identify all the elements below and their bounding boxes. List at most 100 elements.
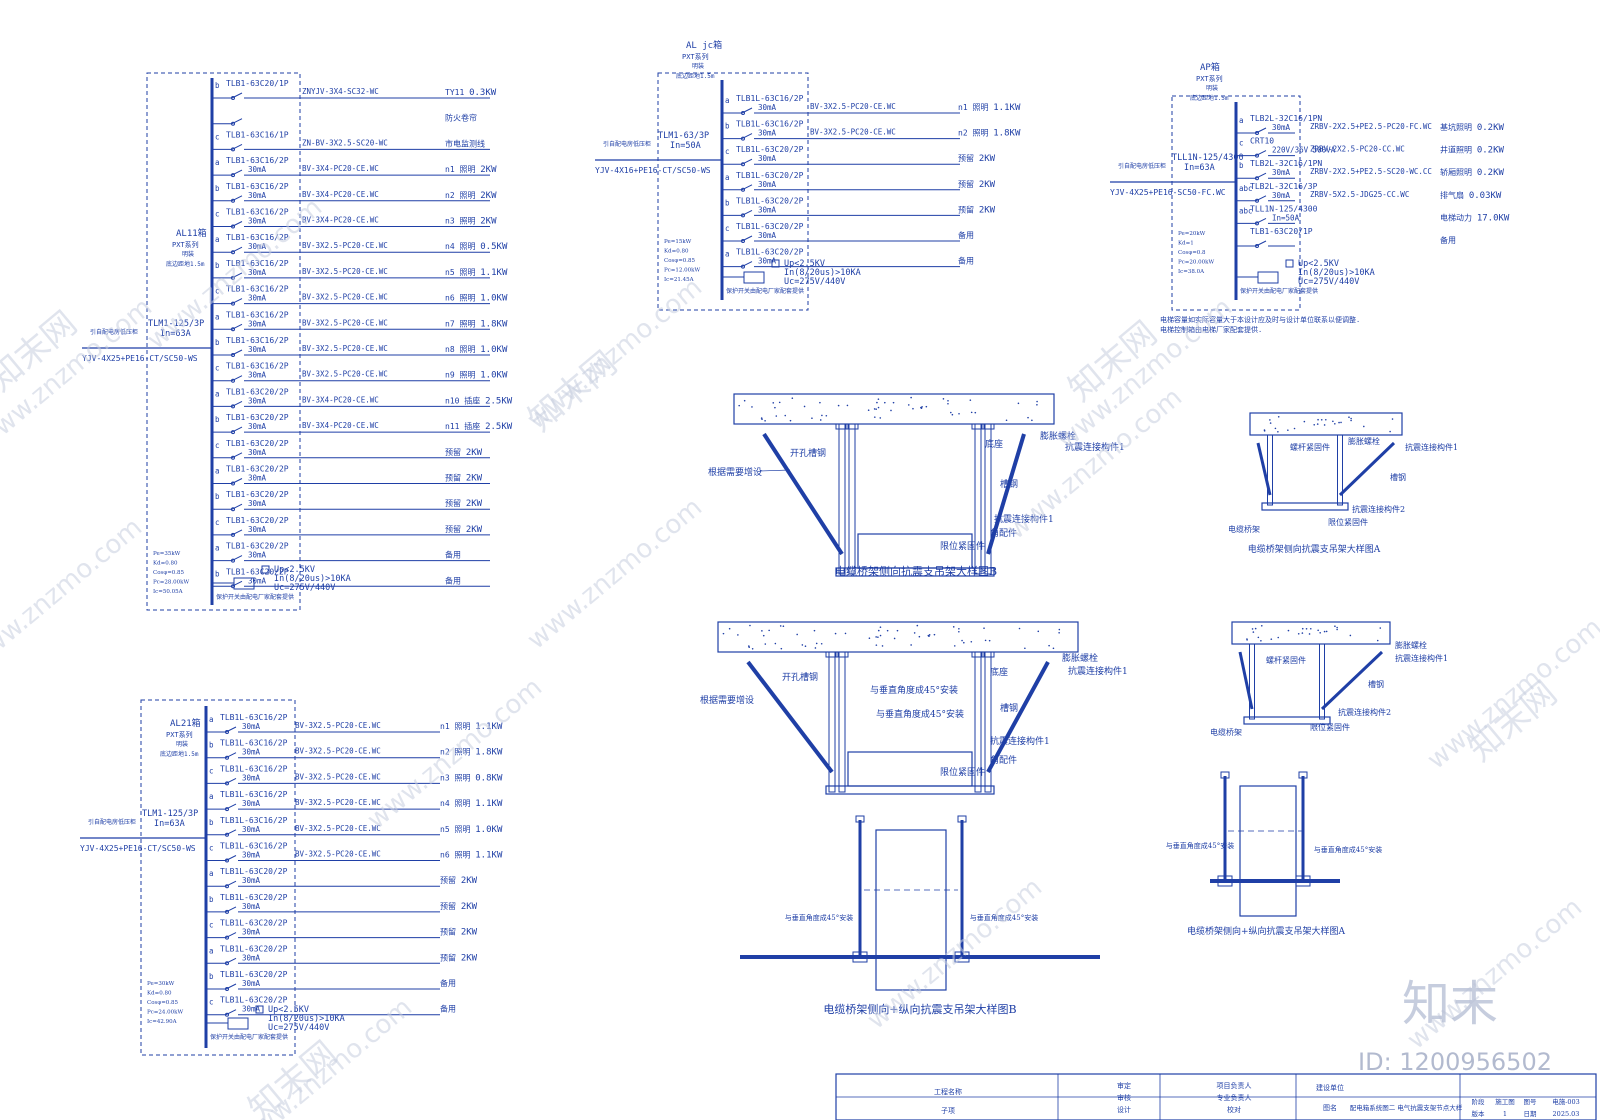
breaker-contact <box>231 118 243 125</box>
aggregate-dot <box>884 401 886 404</box>
breaker-contact <box>231 195 243 202</box>
aggregate-dot <box>1005 419 1008 422</box>
circuit-load-id: n1 照明 <box>440 722 475 731</box>
circuit-breaker: TLB1-63C16/2P <box>226 182 289 191</box>
circuit-load-id: 预留 <box>958 179 979 189</box>
aggregate-dot <box>912 407 914 410</box>
watermark-logo: 知末 <box>1402 976 1498 1032</box>
tray-plan <box>875 829 947 991</box>
aggregate-dot <box>820 642 823 645</box>
spd-fuse <box>261 565 270 574</box>
circuit-phase: c <box>215 441 220 450</box>
aggregate-dot <box>834 632 837 635</box>
aggregate-dot <box>875 644 878 646</box>
detail-label: 根据需要增设 <box>700 694 754 706</box>
circuit-load-id: n4 照明 <box>440 799 475 808</box>
circuit-rcd: 30mA <box>1272 168 1291 177</box>
detail-label: 抗震连接构件2 <box>1352 504 1405 514</box>
circuit-load: 预留 2KW <box>440 927 478 938</box>
circuit-phase: b <box>215 261 220 270</box>
breaker-node <box>231 507 235 512</box>
circuit-load-id: 预留 <box>440 875 461 885</box>
aggregate-dot <box>1293 427 1296 430</box>
aggregate-dot <box>1332 420 1334 423</box>
breaker-contact <box>741 133 753 140</box>
circuit-rcd: 30mA <box>758 103 777 112</box>
panel-AL21: AL21箱PXT系列明装底边距地1.5m引自配电房低压柜TLM1-125/3PI… <box>80 699 503 1056</box>
circuit-phase: a <box>209 715 214 724</box>
aggregate-dot <box>738 404 740 407</box>
circuit-rcd: 30mA <box>758 154 777 163</box>
channel-steel <box>1261 502 1349 511</box>
spd-box <box>1257 271 1279 284</box>
circuit-cable: ZN-BV-3X2.5-SC20-WC <box>302 138 388 147</box>
load-param: Cosφ=0.8 <box>1178 250 1206 256</box>
aggregate-dot <box>1376 639 1379 642</box>
aggregate-dot <box>780 647 783 650</box>
circuit-phase: a <box>209 946 214 955</box>
breaker-node <box>231 275 235 280</box>
breaker-node <box>741 111 745 115</box>
base-plate <box>835 651 849 658</box>
circuit-load-id: 预留 <box>445 498 466 508</box>
circuit-load-id: n2 照明 <box>958 129 993 138</box>
aggregate-dot <box>983 627 985 629</box>
load-param: Cosφ=0.85 <box>147 1000 179 1006</box>
load-param: Pc=28.00kW <box>153 580 189 586</box>
breaker-node <box>225 987 229 991</box>
circuit-breaker: TLB1L-63C20/2P <box>736 222 804 231</box>
aggregate-dot <box>774 406 776 409</box>
circuit-breaker: TLB2L-32C16/1PN <box>1250 159 1322 168</box>
aggregate-dot <box>844 632 847 635</box>
panel-AP: AP箱PXT系列明装底边距地1.5m引自配电房低压柜TLL1N-125/4300… <box>1110 61 1510 334</box>
base-plate <box>971 651 985 658</box>
circuit-breaker: TLB1L-63C20/2P <box>220 944 288 953</box>
breaker-contact <box>225 983 237 990</box>
circuit-load: n5 照明 1.0KW <box>440 825 503 835</box>
circuit-phase: c <box>215 132 220 141</box>
detail-label: 与垂直角度成45°安装 <box>1314 845 1382 854</box>
breaker-contact <box>231 221 243 227</box>
circuit-breaker: TLB1-63C20/2P <box>226 439 289 448</box>
panel-series: PXT系列 <box>166 730 193 739</box>
circuit-power: 1.0KW <box>480 294 508 304</box>
circuit-load-id: n2 照明 <box>440 748 475 757</box>
role-label: 审定 <box>1117 1081 1131 1090</box>
circuit-cable: BV-3X2.5-PC20-CE.WC <box>295 747 381 756</box>
circuit-rcd: 30mA <box>1272 191 1291 200</box>
circuit-load-id: n6 照明 <box>440 851 475 860</box>
circuit-cable: ZRBV-2X2.5+PE2.5-PC20-FC.WC <box>1310 122 1432 131</box>
detail-label: 电缆桥架 <box>1210 727 1242 737</box>
aggregate-dot <box>963 641 965 644</box>
breaker-node <box>741 162 745 167</box>
aggregate-dot <box>1336 626 1338 629</box>
role-label: 校对 <box>1227 1105 1241 1114</box>
aggregate-dot <box>952 626 955 628</box>
role-label: 专业负责人 <box>1217 1093 1252 1102</box>
circuit-load-id: n10 插座 <box>445 395 485 405</box>
circuit-load: 预留 2KW <box>445 473 483 484</box>
aggregate-dot <box>1323 630 1326 633</box>
slab-outline <box>717 621 1079 653</box>
circuit-rcd: 30mA <box>248 345 267 354</box>
aggregate-dot <box>749 624 751 627</box>
aggregate-dot <box>879 417 882 419</box>
circuit-load-id: 预留 <box>440 952 461 962</box>
breaker-contact <box>741 158 753 165</box>
circuit-power: 0.2KW <box>1477 168 1505 178</box>
circuit-load-id: 备用 <box>1440 235 1456 245</box>
circuit-power: 2KW <box>979 180 996 190</box>
clamp-fitting <box>954 951 970 963</box>
aggregate-dot <box>1334 422 1336 425</box>
breaker-node <box>231 96 235 100</box>
circuit-phase: b <box>1239 161 1244 170</box>
circuit-load-id: n3 照明 <box>445 217 480 226</box>
aggregate-dot <box>784 414 787 417</box>
circuit-power: 0.3KW <box>469 88 497 98</box>
load-param: Ic=50.05A <box>153 589 184 595</box>
circuit-breaker: TLB1L-63C20/2P <box>220 919 288 928</box>
circuit-load-id: 排气扇 <box>1440 190 1469 200</box>
